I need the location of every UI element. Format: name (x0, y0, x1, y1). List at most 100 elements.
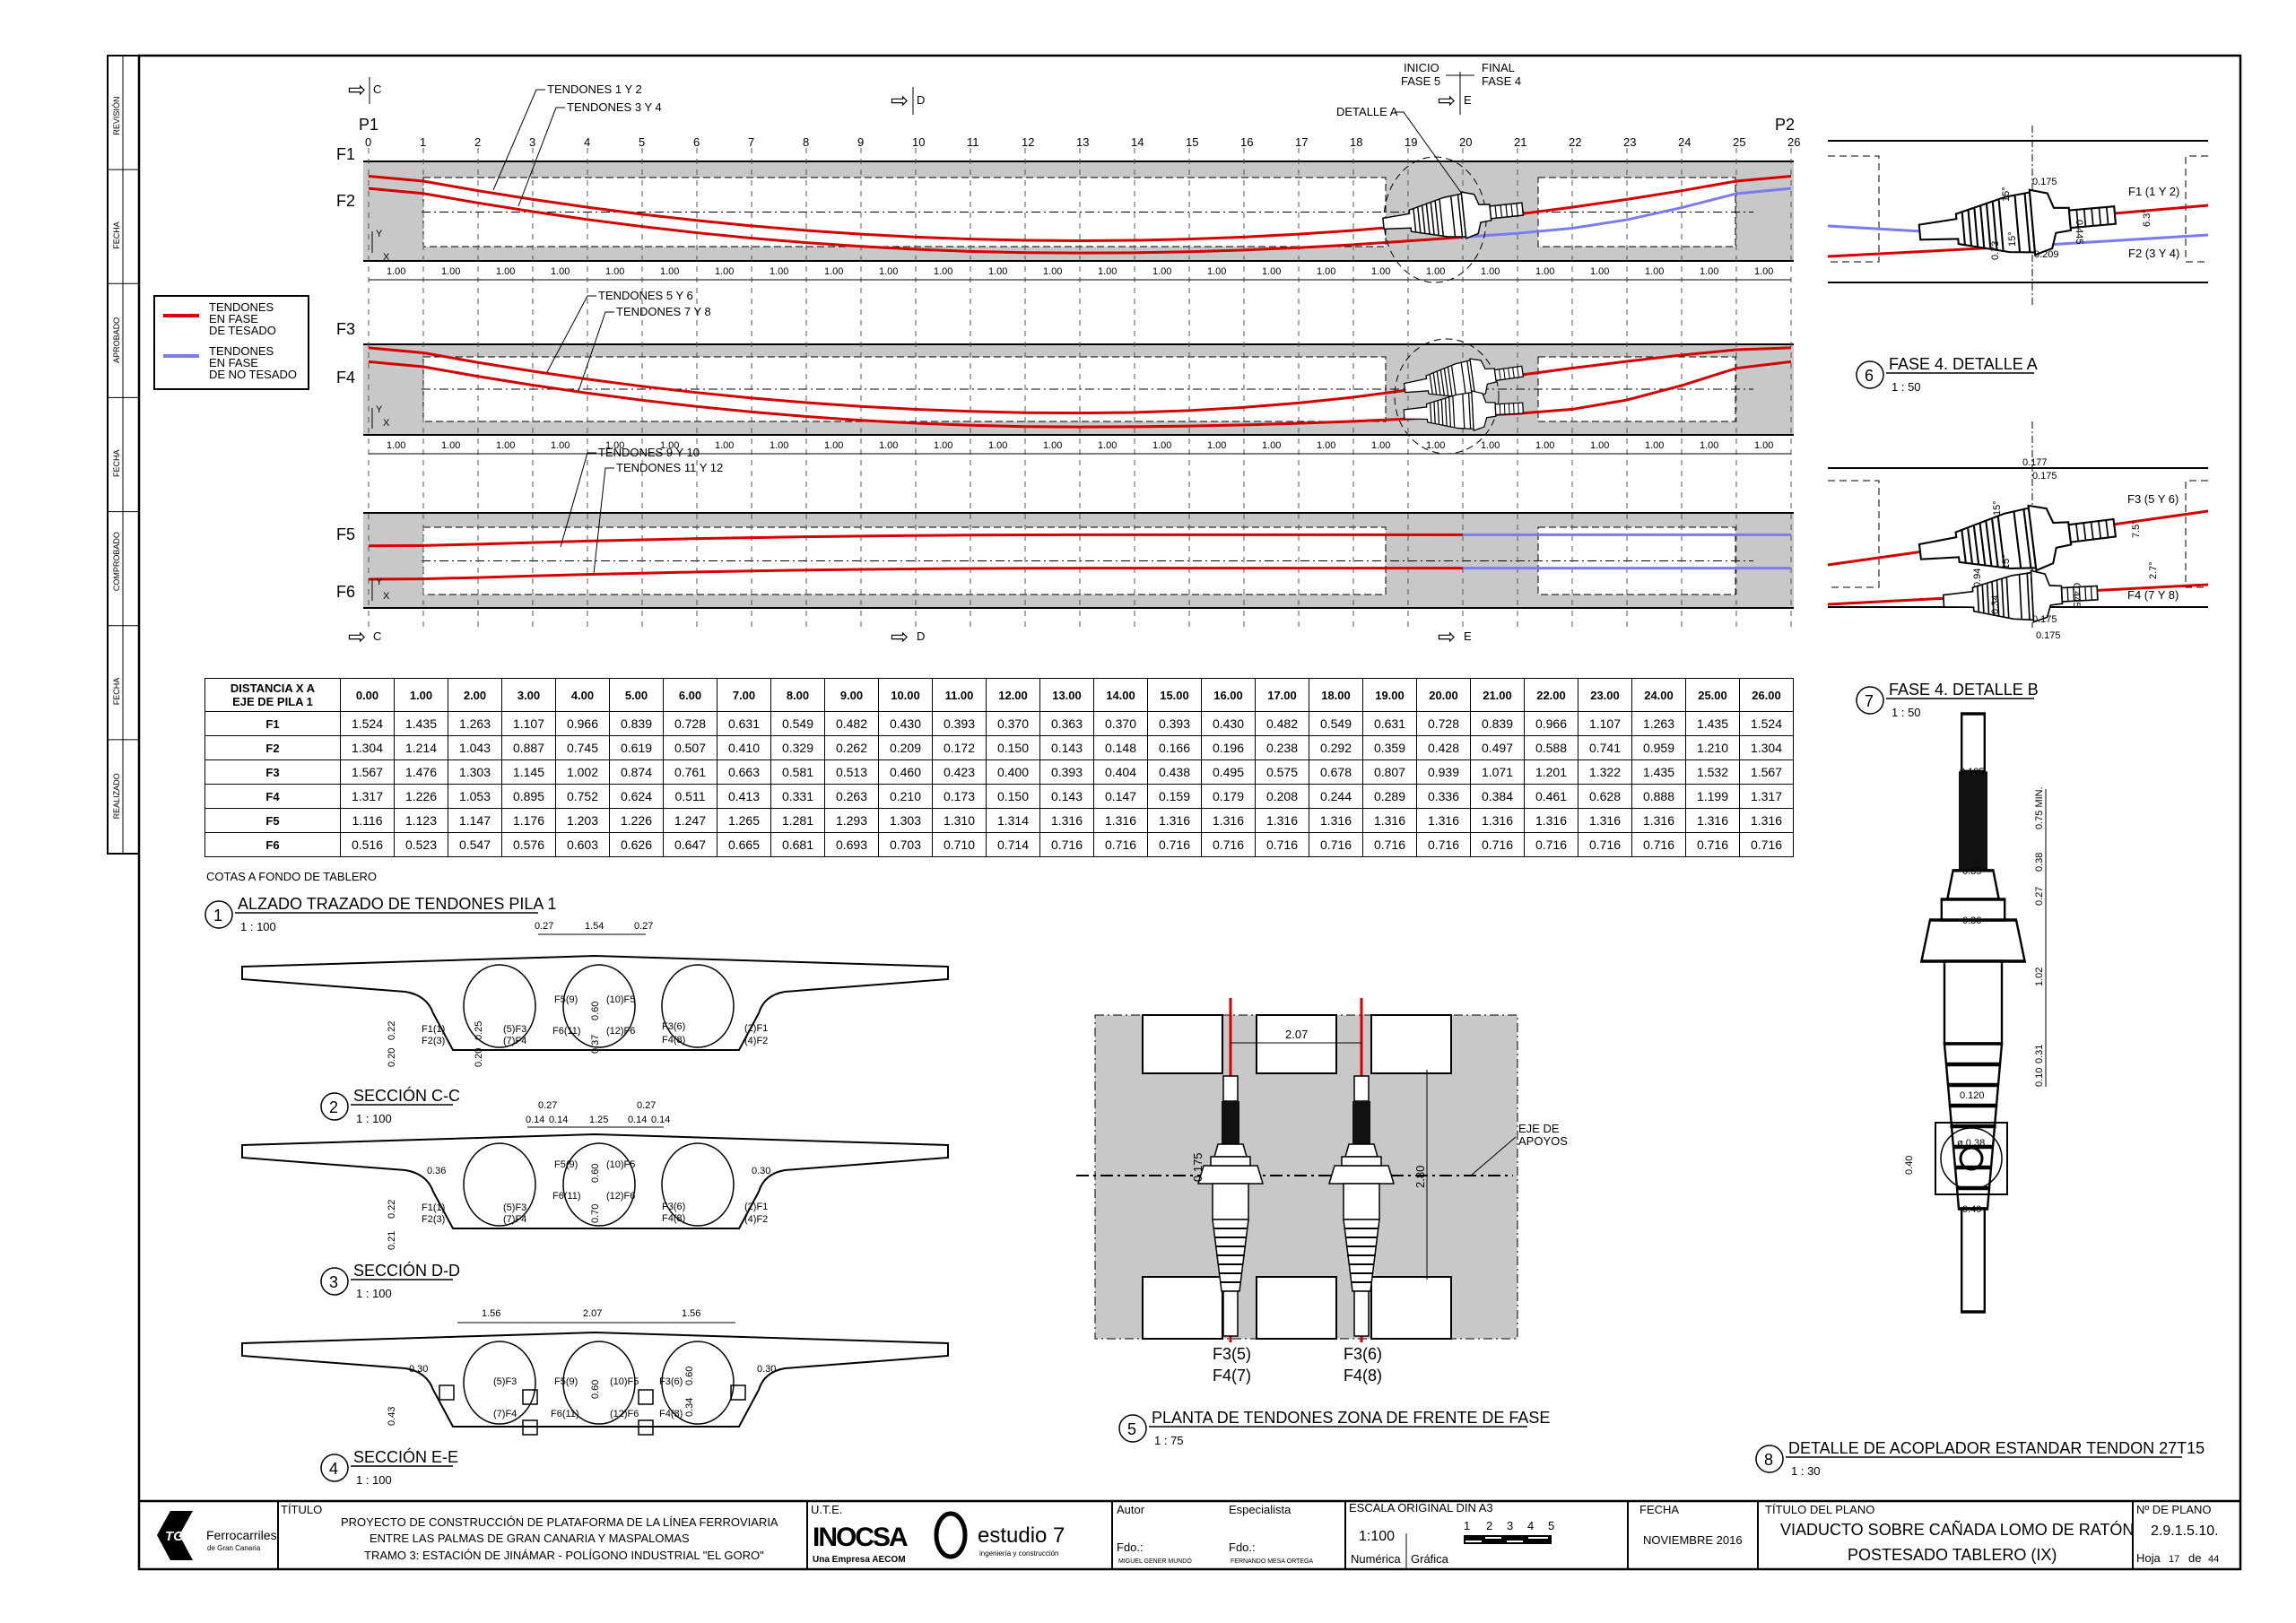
svg-text:PLANTA DE TENDONES ZONA DE FRE: PLANTA DE TENDONES ZONA DE FRENTE DE FAS… (1152, 1409, 1550, 1427)
svg-text:(12)F6: (12)F6 (610, 1409, 639, 1419)
table-cell: 1.043 (448, 735, 502, 760)
tendon-elevation: 01.001.0011.001.0021.001.0031.001.0041.0… (336, 61, 1800, 649)
table-cell: 0.208 (1255, 784, 1309, 809)
svg-text:SECCIÓN E-E: SECCIÓN E-E (353, 1447, 458, 1466)
table-cell: 0.363 (1039, 711, 1094, 736)
table-cell: 0.336 (1416, 784, 1471, 809)
svg-text:(7)F4: (7)F4 (493, 1409, 517, 1419)
svg-text:F2(3): F2(3) (422, 1214, 445, 1225)
spacing-label: 1.00 (387, 440, 405, 451)
svg-text:0.60: 0.60 (684, 1367, 695, 1385)
table-cell: 0.547 (448, 832, 502, 857)
coupler-icon (1916, 181, 2119, 266)
table-header-x: 23.00 (1578, 678, 1632, 712)
spacing-label: 1.00 (824, 266, 843, 277)
svg-text:4: 4 (329, 1460, 338, 1478)
estudio7-logo-icon (934, 1511, 968, 1559)
station-label: 24 (1678, 135, 1691, 149)
svg-text:1: 1 (213, 907, 222, 924)
svg-text:0.25: 0.25 (474, 1021, 484, 1040)
station-label: 25 (1733, 135, 1745, 149)
axis-marker-icon: YX (371, 229, 390, 263)
table-cell: 0.575 (1255, 759, 1309, 785)
header-line: DISTANCIA X A (230, 681, 316, 695)
section-mark-c: ⇨C (348, 77, 381, 104)
svg-text:2.07: 2.07 (583, 1308, 602, 1319)
table-cell: 0.292 (1309, 735, 1363, 760)
station-label: 21 (1514, 135, 1526, 149)
table-cell: 0.516 (340, 832, 395, 857)
svg-text:E: E (1464, 629, 1472, 643)
spacing-label: 1.00 (1754, 266, 1773, 277)
spacing-label: 1.00 (1754, 440, 1773, 451)
table-cell: 1.317 (1739, 784, 1794, 809)
svg-text:(5)F3: (5)F3 (493, 1376, 517, 1387)
spacing-label: 1.00 (715, 266, 734, 277)
callout-detalle-a: DETALLE A (1336, 105, 1398, 118)
svg-text:15°: 15° (2001, 554, 2012, 569)
inocsa-subtitle: Una Empresa AECOM (813, 1555, 906, 1565)
table-cell: 1.263 (448, 711, 502, 736)
specialist-name: FERNANDO MESA ORTEGA (1231, 1558, 1313, 1565)
station-label: 5 (639, 135, 645, 149)
svg-text:SECCIÓN C-C: SECCIÓN C-C (353, 1086, 460, 1105)
svg-text:5: 5 (1127, 1420, 1136, 1438)
svg-text:0.36: 0.36 (1962, 916, 1981, 926)
table-cell: 0.410 (717, 735, 771, 760)
table-cell: 0.728 (1416, 711, 1471, 736)
row-header: F4 (204, 784, 341, 809)
drawing-title: VIADUCTO SOBRE CAÑADA LOMO DE RATÓN (1780, 1520, 2134, 1539)
table-cell: 0.497 (1470, 735, 1525, 760)
table-header-x: 5.00 (609, 678, 664, 712)
numeric-label: Numérica (1351, 1552, 1401, 1566)
svg-text:0.60: 0.60 (590, 1002, 601, 1020)
table-cell: 0.172 (932, 735, 987, 760)
station-label: 9 (857, 135, 864, 149)
table-cell: 0.631 (717, 711, 771, 736)
spacing-label: 1.00 (605, 440, 624, 451)
table-cell: 1.107 (1578, 711, 1632, 736)
label-inicio-fase: FASE 5 (1401, 74, 1440, 88)
label-final-fase: FASE 4 (1482, 74, 1521, 88)
table-header-x: 24.00 (1631, 678, 1686, 712)
svg-text:0.30: 0.30 (752, 1166, 770, 1176)
svg-text:(2)F1: (2)F1 (744, 1023, 768, 1034)
table-cell: 1.303 (878, 808, 933, 833)
table-cell: 1.524 (340, 711, 395, 736)
svg-text:0.209: 0.209 (2034, 249, 2059, 260)
station-label: 7 (748, 135, 754, 149)
table-cell: 0.874 (609, 759, 664, 785)
table-cell: 0.728 (663, 711, 718, 736)
svg-text:F5(9): F5(9) (554, 1376, 578, 1387)
svg-text:0.40: 0.40 (1904, 1156, 1915, 1175)
scale-label: ESCALA ORIGINAL DIN A3 (1349, 1501, 1493, 1515)
author-name: MIGUEL GENER MUNDÓ (1118, 1557, 1192, 1565)
table-cell: 0.716 (1685, 832, 1740, 857)
svg-text:0.175: 0.175 (1191, 1152, 1205, 1182)
svg-text:0.27: 0.27 (634, 921, 653, 932)
table-cell: 0.628 (1578, 784, 1632, 809)
svg-text:F4(8): F4(8) (659, 1409, 683, 1419)
table-cell: 0.959 (1631, 735, 1686, 760)
spacing-label: 1.00 (1535, 440, 1554, 451)
station-label: 20 (1459, 135, 1472, 149)
table-cell: 0.665 (717, 832, 771, 857)
callout-tendons-11-12: TENDONES 11 Y 12 (616, 461, 723, 474)
svg-text:0.40: 0.40 (1962, 1204, 1981, 1215)
project-title: PROYECTO DE CONSTRUCCIÓN DE PLATAFORMA D… (341, 1515, 778, 1529)
station-label: 13 (1076, 135, 1089, 149)
station-label: 22 (1569, 135, 1581, 149)
svg-text:F3 (5 Y 6): F3 (5 Y 6) (2127, 492, 2179, 506)
table-cell: 0.681 (770, 832, 825, 857)
title-block (277, 1501, 2134, 1569)
detail-a: F1 (1 Y 2) F2 (3 Y 4) 0.1750.4456.3°15°1… (1827, 126, 2209, 305)
label-inicio-fase: INICIO (1404, 61, 1439, 74)
svg-text:3: 3 (329, 1273, 338, 1291)
table-cell: 1.316 (1201, 808, 1256, 833)
table-cell: 0.289 (1362, 784, 1417, 809)
